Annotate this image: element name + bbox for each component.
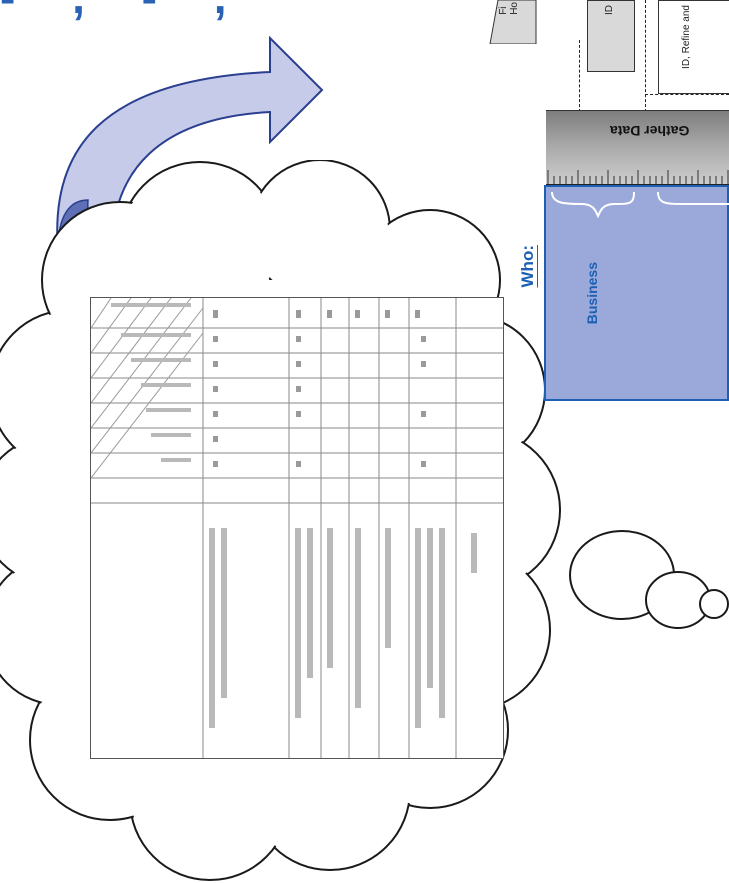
- who-label: Who:: [518, 245, 537, 288]
- process-step-box-1: ID: [587, 0, 635, 72]
- panel-braces: [551, 191, 729, 219]
- ruler-ticks: [546, 170, 729, 185]
- who-business-panel: [544, 185, 729, 401]
- trapezoid-labels: Fi Ho: [498, 2, 520, 15]
- gather-data-label: Gather Data: [610, 123, 690, 139]
- title-fragment: - , - ,: [0, 0, 249, 24]
- dashed-connector-3: [645, 94, 729, 95]
- trapezoid-shape: [489, 0, 537, 44]
- ideas-table: [90, 297, 504, 759]
- dashed-connector-2: [645, 0, 646, 112]
- process-step-box-2: ID, Refine and: [658, 0, 729, 94]
- step-box-1-label: ID: [604, 5, 615, 15]
- ideas-table-grid: [91, 298, 503, 758]
- business-label: Business: [584, 262, 600, 325]
- dashed-connector-1: [579, 40, 580, 112]
- trap-label-2: Ho: [509, 2, 520, 15]
- trap-label-1: Fi: [498, 6, 509, 15]
- step-box-2-label: ID, Refine and: [681, 5, 692, 69]
